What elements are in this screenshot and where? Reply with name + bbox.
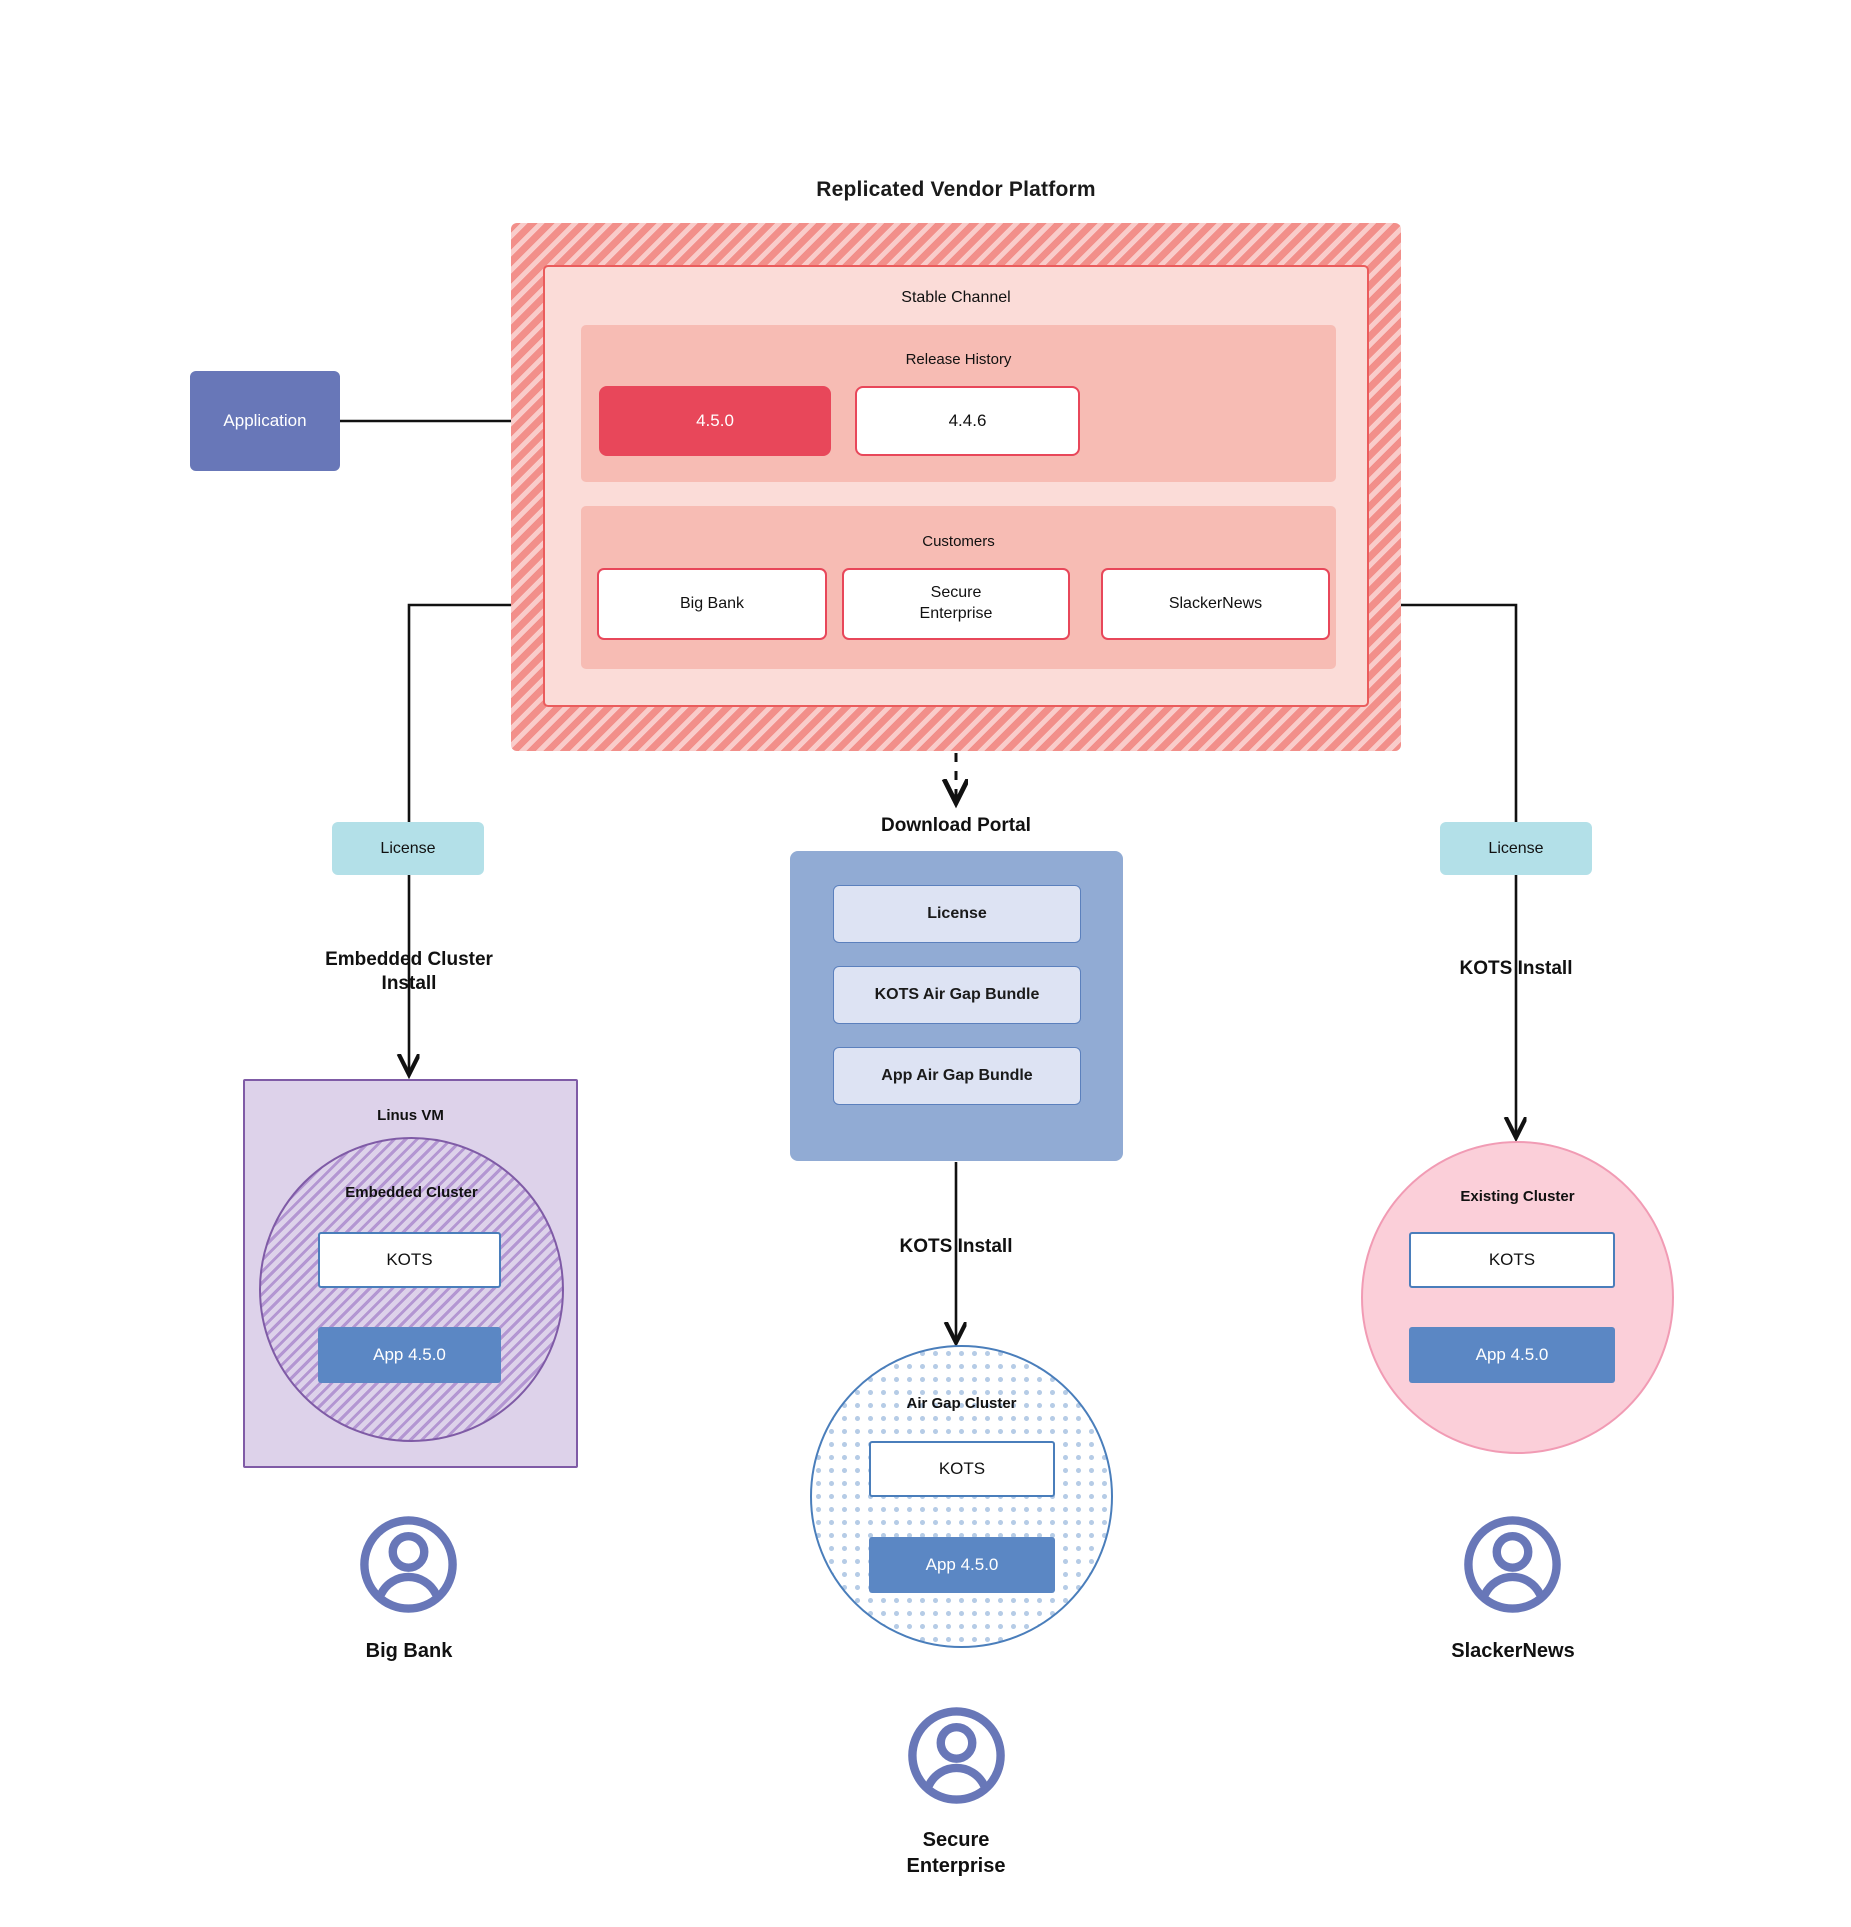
portal-item-app-airgap-bundle[interactable]: App Air Gap Bundle xyxy=(833,1047,1081,1105)
avatar-left xyxy=(356,1512,461,1617)
portal-item-license[interactable]: License xyxy=(833,885,1081,943)
install-path-label-center: KOTS Install xyxy=(899,1236,1013,1257)
user-avatar-icon xyxy=(1464,1516,1561,1613)
customer-label: Secure Enterprise xyxy=(919,584,993,622)
kots-box-right[interactable]: KOTS xyxy=(1409,1232,1615,1288)
stable-channel-title: Stable Channel xyxy=(901,289,1011,306)
portal-item-kots-airgap-bundle[interactable]: KOTS Air Gap Bundle xyxy=(833,966,1081,1024)
customers-title: Customers xyxy=(922,533,995,550)
customer-name-right: SlackerNews xyxy=(1451,1640,1575,1662)
release-history-title: Release History xyxy=(905,351,1012,368)
existing-cluster-circle xyxy=(1361,1141,1674,1454)
kots-box-left[interactable]: KOTS xyxy=(318,1232,501,1288)
kots-box-center[interactable]: KOTS xyxy=(869,1441,1055,1497)
customer-label: Big Bank xyxy=(679,594,745,612)
embedded-cluster-label: Embedded Cluster xyxy=(345,1184,478,1201)
release-box-past[interactable]: 4.4.6 xyxy=(855,386,1080,456)
license-chip-right[interactable]: License xyxy=(1440,822,1592,875)
app-version-box-left[interactable]: App 4.5.0 xyxy=(318,1327,501,1383)
avatar-right xyxy=(1460,1512,1565,1617)
release-box-current[interactable]: 4.5.0 xyxy=(599,386,831,456)
linux-vm-label: Linus VM xyxy=(377,1107,444,1124)
platform-title: Replicated Vendor Platform xyxy=(816,178,1096,201)
install-path-label-right: KOTS Install xyxy=(1459,958,1573,979)
customer-box-slackernews[interactable]: SlackerNews xyxy=(1101,568,1330,640)
license-chip-left[interactable]: License xyxy=(332,822,484,875)
customer-label: SlackerNews xyxy=(1168,594,1263,612)
app-version-box-right[interactable]: App 4.5.0 xyxy=(1409,1327,1615,1383)
download-portal-title: Download Portal xyxy=(881,815,1031,836)
application-box[interactable]: Application xyxy=(190,371,340,471)
user-avatar-icon xyxy=(360,1516,457,1613)
existing-cluster-label: Existing Cluster xyxy=(1460,1188,1575,1205)
airgap-cluster-label: Air Gap Cluster xyxy=(906,1395,1017,1412)
avatar-center xyxy=(904,1703,1009,1808)
embedded-cluster-circle xyxy=(259,1137,564,1442)
install-path-label-left: Embedded Cluster Install xyxy=(325,949,493,994)
customer-box-big-bank[interactable]: Big Bank xyxy=(597,568,827,640)
user-avatar-icon xyxy=(908,1707,1005,1804)
customer-name-center: Secure Enterprise xyxy=(906,1829,1006,1877)
app-version-box-center[interactable]: App 4.5.0 xyxy=(869,1537,1055,1593)
customer-name-left: Big Bank xyxy=(365,1640,453,1662)
customer-box-secure-enterprise[interactable]: Secure Enterprise xyxy=(842,568,1070,640)
